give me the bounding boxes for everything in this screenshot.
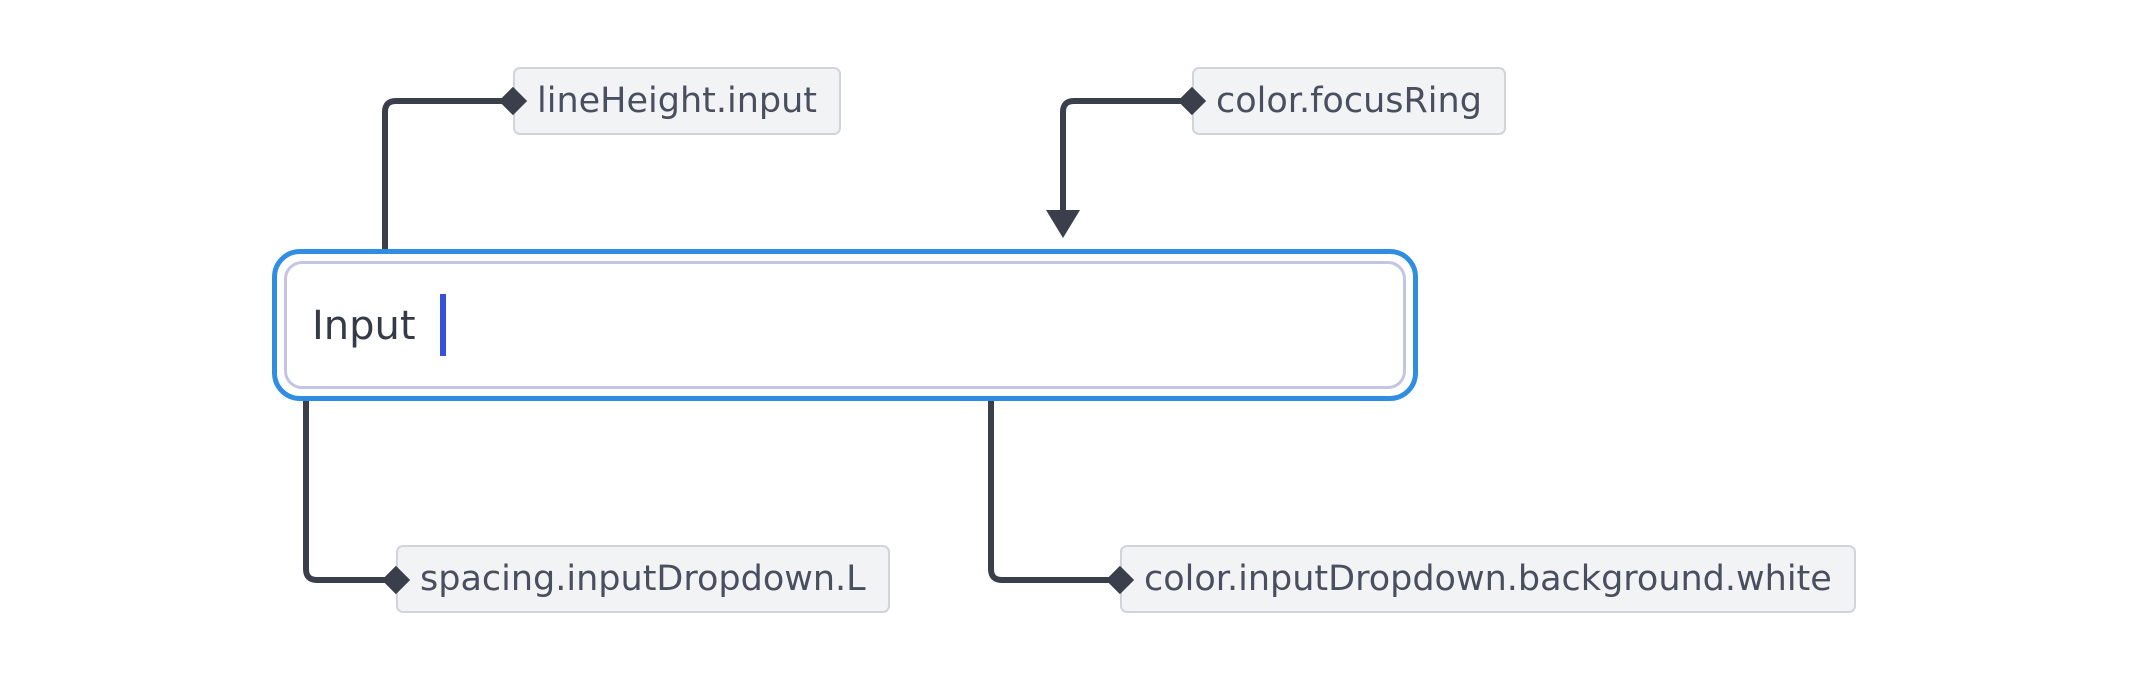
input-focus-ring [272,249,1418,401]
connector-background [988,362,1120,583]
connector-spacing [303,362,396,583]
input-value: Input [312,303,416,349]
text-caret [440,294,446,356]
token-tag-background: color.inputDropdown.background.white [1120,545,1856,613]
token-tag-line-height: lineHeight.input [513,67,842,135]
input-field[interactable] [284,261,1406,389]
arrowhead-focus-ring [1046,210,1080,238]
connector-line-height [382,98,513,280]
token-tag-spacing: spacing.inputDropdown.L [396,545,890,613]
connector-focus-ring [1060,98,1192,212]
token-tag-focus-ring: color.focusRing [1192,67,1506,135]
